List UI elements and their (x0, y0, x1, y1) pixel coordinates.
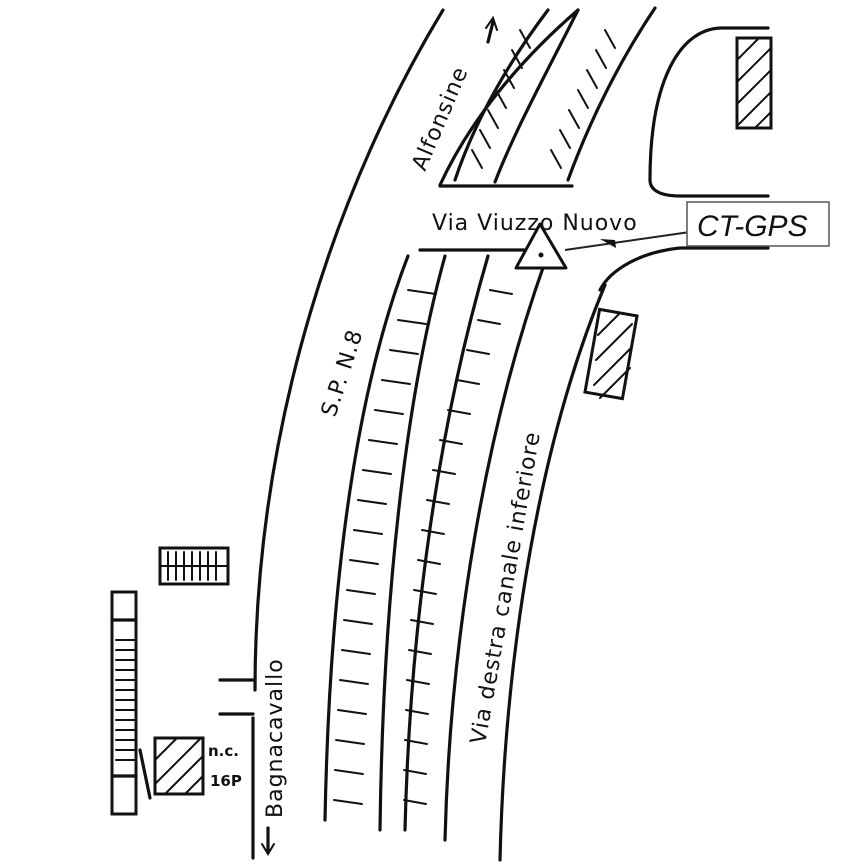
label-sp-n8: S.P. N.8 (317, 326, 369, 420)
arrow-north-icon (485, 15, 498, 44)
building-ne (735, 36, 773, 130)
label-via-destra-canale-inferiore: Via destra canale inferiore (466, 430, 546, 746)
callout-pointer-arrow (600, 239, 616, 248)
canal-bank-south-4 (443, 260, 547, 842)
building-west-long (110, 590, 138, 816)
canal-bank-south-3 (403, 254, 490, 832)
arrow-south-icon (261, 826, 275, 856)
road-edge-west (253, 8, 445, 692)
label-bagnacavallo: Bagnacavallo (263, 658, 288, 818)
canal-hatch-south (333, 289, 513, 805)
canal-bank-south-1 (323, 254, 410, 822)
building-nc-16p (138, 736, 205, 800)
gps-station-marker (514, 222, 568, 270)
ct-gps-label: CT-GPS (697, 210, 808, 243)
canal-bank-north-mid (493, 8, 580, 184)
building-west-small (158, 546, 230, 586)
ct-gps-callout: CT-GPS (686, 201, 830, 247)
east-road-edge (598, 246, 770, 292)
ne-road-curve (648, 26, 770, 198)
canal-bank-south-2 (378, 254, 447, 832)
callout-pointer-line (564, 231, 691, 251)
road-edge-east-lower (498, 283, 607, 862)
canal-bank-north-upper (453, 8, 550, 182)
label-building-line2: 16P (210, 772, 242, 790)
canal-bank-north-east (566, 6, 657, 182)
label-building-line1: n.c. (208, 742, 239, 760)
building-east (583, 307, 639, 401)
canal-hatch-north (471, 29, 616, 169)
road-edge-east-upper (438, 8, 580, 187)
